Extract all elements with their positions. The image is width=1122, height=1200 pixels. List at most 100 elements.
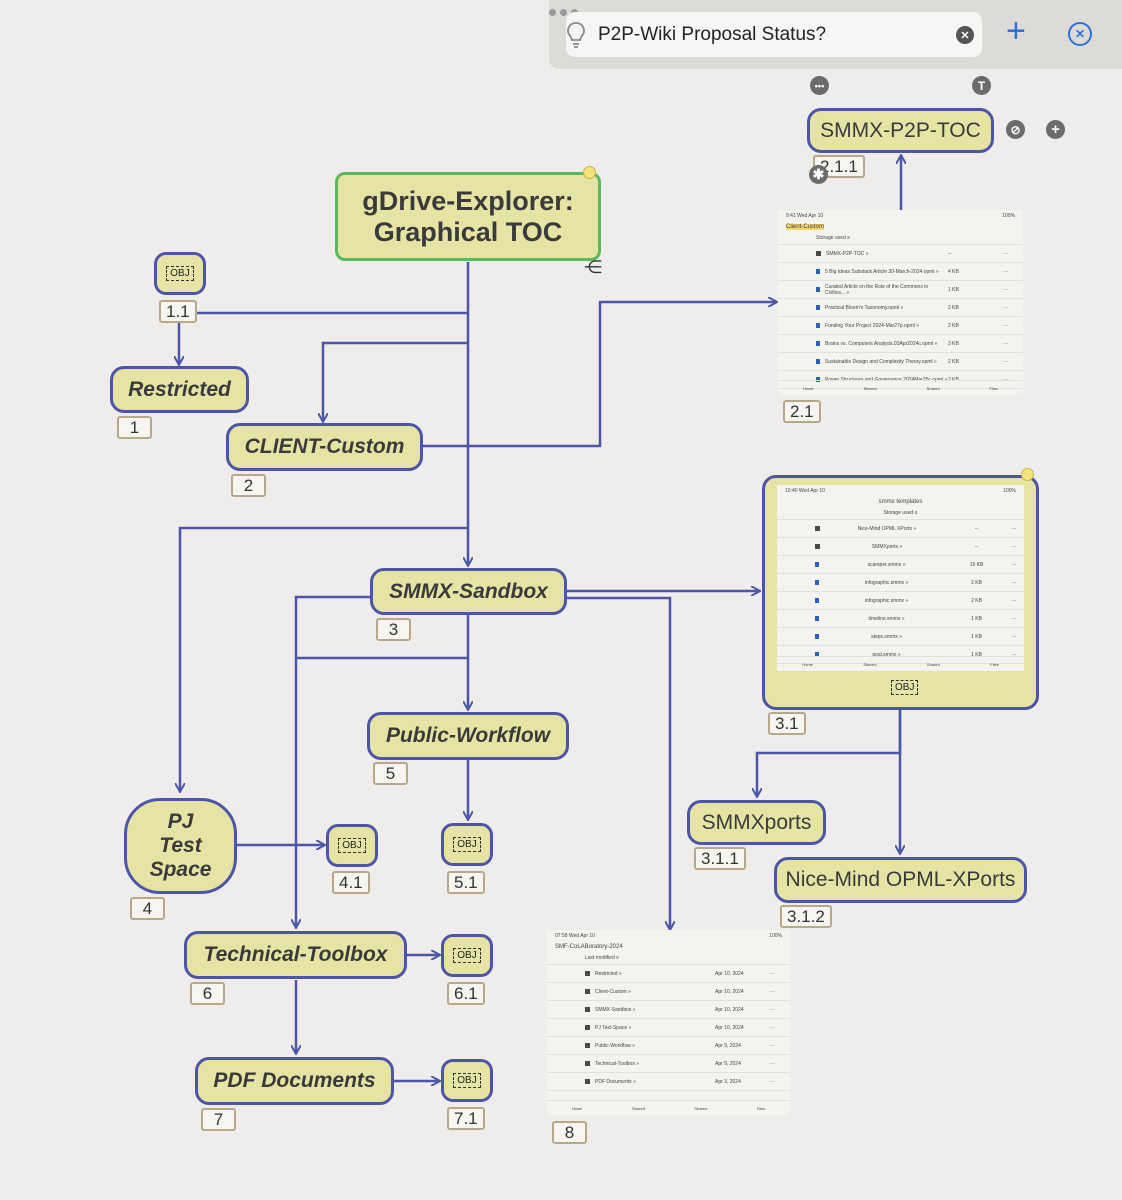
node-client-custom[interactable]: CLIENT-Custom — [226, 423, 423, 471]
thumbnail-file-row: infographic.smmx »2 KB··· — [777, 574, 1024, 592]
search-bar[interactable]: ✕ — [566, 12, 982, 57]
document-icon — [816, 341, 820, 346]
thumbnail-file-row: Nice-Mind OPML XPorts »--··· — [777, 520, 1024, 538]
node-number-7: 7 — [201, 1108, 236, 1131]
node-number-3: 3 — [376, 618, 411, 641]
thumbnail-file-list: Restricted »Apr 10, 2024···Client-Custom… — [547, 965, 790, 1091]
more-options-icon[interactable]: ••• — [810, 76, 829, 95]
folder-icon — [585, 1043, 590, 1048]
node-nice-mind-opml-xports[interactable]: Nice-Mind OPML-XPorts — [774, 857, 1027, 903]
text-format-icon[interactable]: T — [972, 76, 991, 95]
asterisk-icon[interactable]: ✱ — [809, 165, 828, 184]
thumbnail-file-row: Restricted »Apr 10, 2024··· — [547, 965, 790, 983]
row-more-icon: ··· — [770, 1024, 775, 1031]
thumbnail-file-row: SMMXports »--··· — [777, 538, 1024, 556]
row-more-icon: ··· — [770, 1042, 775, 1049]
root-node[interactable]: gDrive-Explorer: Graphical TOC — [335, 172, 601, 261]
search-input[interactable] — [596, 20, 940, 50]
node-smmx-p2p-toc[interactable]: SMMX-P2P-TOC — [807, 108, 994, 153]
add-button[interactable]: + — [1006, 12, 1026, 50]
row-more-icon: ··· — [1011, 543, 1017, 550]
node-public-workflow[interactable]: Public-Workflow — [367, 712, 569, 760]
folder-icon — [585, 1007, 590, 1012]
node-number-3-1: 3.1 — [768, 712, 806, 735]
lightbulb-icon — [567, 22, 585, 48]
obj-node-7-1[interactable]: OBJ — [441, 1059, 493, 1102]
node-number-4-1: 4.1 — [332, 871, 370, 894]
thumbnail-file-row: goal.smmx »1 KB··· — [777, 646, 1024, 664]
row-more-icon: ··· — [1003, 340, 1008, 347]
document-icon — [816, 269, 820, 274]
node-pdf-documents[interactable]: PDF Documents — [195, 1057, 394, 1105]
clear-search-icon[interactable]: ✕ — [956, 26, 974, 44]
thumbnail-file-row: Funding Your Project 2024-Mar27p.opml »2… — [778, 317, 1023, 335]
node-smmx-sandbox[interactable]: SMMX-Sandbox — [370, 568, 567, 615]
document-icon — [816, 377, 820, 382]
document-icon — [815, 616, 819, 621]
document-icon — [816, 287, 820, 292]
thumbnail-file-row: PJ Test-Space »Apr 10, 2024··· — [547, 1019, 790, 1037]
row-more-icon: ··· — [770, 1006, 775, 1013]
row-more-icon: ··· — [1011, 561, 1017, 568]
obj-node-1-1[interactable]: OBJ — [154, 252, 206, 295]
edge-client-thumb — [423, 302, 776, 448]
node-number-6-1: 6.1 — [447, 982, 485, 1005]
thumbnail-file-row: steps.smmx »1 KB··· — [777, 628, 1024, 646]
thumbnail-file-row: Public-Workflow »Apr 9, 2024··· — [547, 1037, 790, 1055]
add-child-icon[interactable]: + — [1046, 120, 1065, 139]
folder-icon — [585, 971, 590, 976]
document-icon — [815, 580, 819, 585]
document-icon — [816, 359, 820, 364]
obj-node-5-1[interactable]: OBJ — [441, 823, 493, 866]
edge-sandbox-tech-a — [296, 595, 370, 927]
node-technical-toolbox[interactable]: Technical-Toolbox — [184, 931, 407, 979]
document-icon — [816, 305, 820, 310]
row-more-icon: ··· — [1011, 633, 1017, 640]
collapse-icon[interactable]: ⊘ — [1006, 120, 1025, 139]
folder-icon — [585, 1025, 590, 1030]
folder-icon — [585, 989, 590, 994]
row-more-icon: ··· — [1011, 579, 1017, 586]
node-pj-test-space[interactable]: PJ Test Space — [124, 798, 237, 894]
thumbnail-file-row: infographic.smmx »2 KB··· — [777, 592, 1024, 610]
row-more-icon: ··· — [1003, 322, 1008, 329]
thumbnail-file-row: SMMX-P2P-TOC »--··· — [778, 245, 1023, 263]
row-more-icon: ··· — [1011, 651, 1017, 658]
row-more-icon: ··· — [1003, 376, 1008, 383]
document-icon — [816, 323, 820, 328]
thumbnail-file-row: timeline.smmx »1 KB··· — [777, 610, 1024, 628]
thumbnail-file-row: 5 Big Ideas Substack Article 30-March-20… — [778, 263, 1023, 281]
thumbnail-file-row: scamper.smmx »19 KB··· — [777, 556, 1024, 574]
folder-icon — [815, 526, 820, 531]
edge-client — [323, 341, 468, 421]
folder-icon — [585, 1061, 590, 1066]
row-more-icon: ··· — [1011, 525, 1017, 532]
obj-node-6-1[interactable]: OBJ — [441, 934, 493, 977]
thumbnail-file-row: Technical-Toolbox »Apr 9, 2024··· — [547, 1055, 790, 1073]
node-number-5: 5 — [373, 762, 408, 785]
thumbnail-file-list: SMMX-P2P-TOC »--···5 Big Ideas Substack … — [778, 245, 1023, 389]
node-number-4: 4 — [130, 897, 165, 920]
edge-pj — [180, 526, 468, 791]
thumbnail-file-row: Client-Custom »Apr 10, 2024··· — [547, 983, 790, 1001]
row-more-icon: ··· — [770, 1078, 775, 1085]
node-smmxports[interactable]: SMMXports — [687, 800, 826, 845]
row-more-icon: ··· — [1003, 304, 1008, 311]
row-more-icon: ··· — [1003, 286, 1008, 293]
thumbnail-file-row: SMMX-Sandbox »Apr 10, 2024··· — [547, 1001, 790, 1019]
root-title-line2: Graphical TOC — [373, 216, 563, 247]
relation-icon: ⋲ — [584, 257, 602, 277]
node-number-5-1: 5.1 — [447, 871, 485, 894]
edge-sandbox-thumb8 — [567, 596, 670, 929]
thumbnail-file-row: Sustainable Design and Complexity Theory… — [778, 353, 1023, 371]
node-restricted[interactable]: Restricted — [110, 366, 249, 413]
thumbnail-file-row: Power Structures and Governance 2024Mar2… — [778, 371, 1023, 389]
obj-node-4-1[interactable]: OBJ — [326, 824, 378, 867]
close-toolbar-icon[interactable]: ✕ — [1068, 22, 1092, 46]
node-number-1: 1 — [117, 416, 152, 439]
